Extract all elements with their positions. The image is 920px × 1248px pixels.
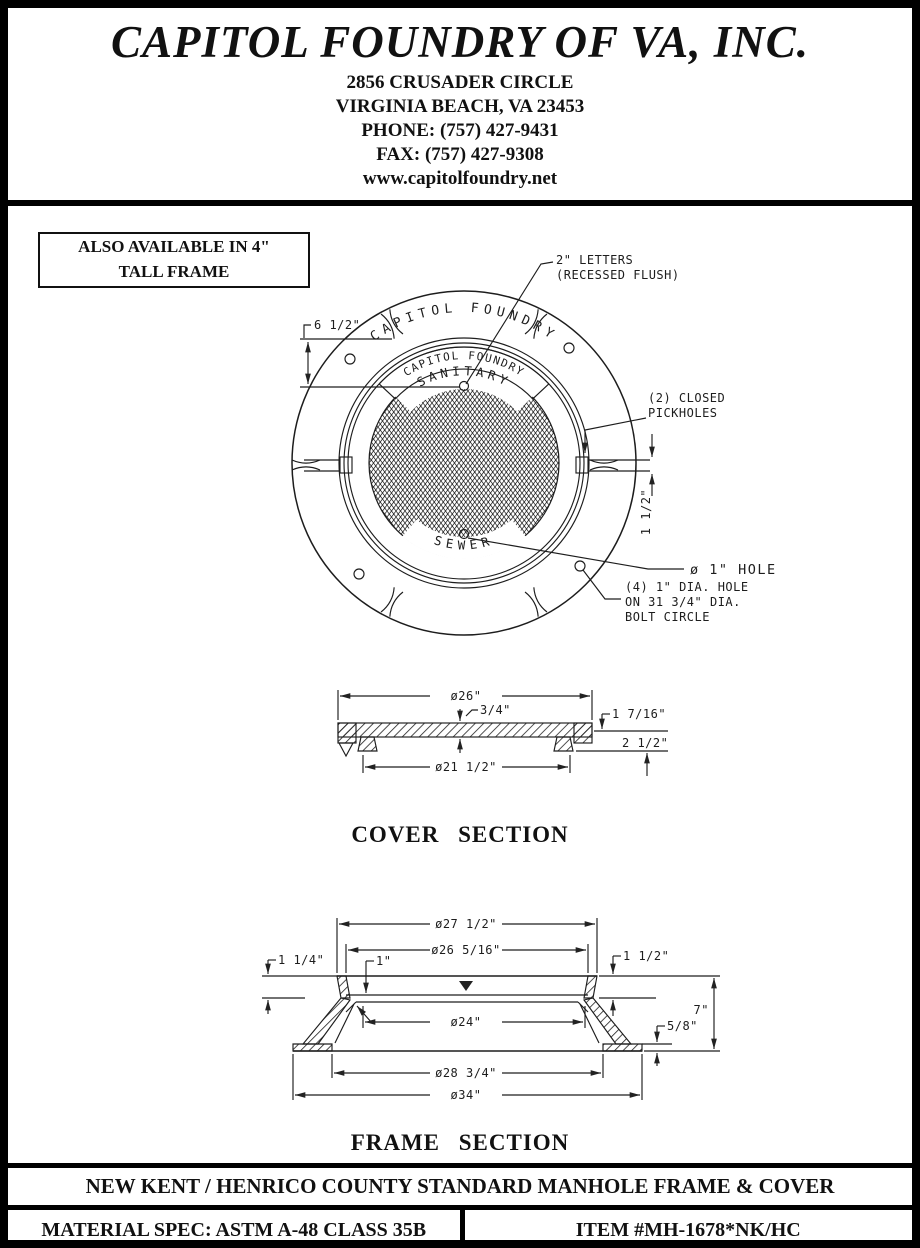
cover-edge-circle [347,346,581,580]
dim-cover-od: ø26" [451,689,482,703]
flange-gusset-mark [524,308,548,340]
cover-section-view: ø26" 3/4" 1 7/16" 2 1/2" ø21 1 [337,689,668,776]
spec-item-bar: MATERIAL SPEC: ASTM A-48 CLASS 35B ITEM … [8,1210,912,1241]
cover-rib-left [357,736,378,752]
note-line-2: TALL FRAME [118,262,230,281]
frame-rim-wall-left [336,975,351,999]
dim-frame-top-od: ø27 1/2" [435,917,497,931]
company-name: CAPITOL FOUNDRY OF VA, INC. [111,17,809,67]
dim-frame-seat-depth: 1" [376,954,391,968]
callout-letters-line1: 2" LETTERS [556,253,633,267]
svg-text:SANITARY: SANITARY [414,363,513,390]
dim-pickhole-width: 1 1/2" [639,489,653,535]
svg-text:CAPITOL FOUNDRY: CAPITOL FOUNDRY [401,349,527,379]
callout-bolt-line2: ON 31 3/4" DIA. [625,595,741,609]
cover-tread-pattern [368,367,560,559]
banner-arc-text: CAPITOL FOUNDRY [401,349,525,379]
frame-flange-outline [291,290,637,636]
drawing-area: ALSO AVAILABLE IN 4" TALL FRAME COVER SE… [8,206,912,1168]
dim-cover-total-height: 2 1/2" [622,736,668,750]
frame-seat-inner-circle [343,342,585,584]
item-number-cell: ITEM #MH-1678*NK/HC [575,1219,801,1241]
plan-view: CAPITOL FOUNDRY CAPITOL FOUNDRY SANITARY… [291,253,777,636]
frame-seat-outer-circle [338,337,590,589]
flange-arc-text: CAPITOL FOUNDRY [368,301,555,345]
flange-gusset-mark [589,459,619,471]
bolt-hole-top-left [344,353,356,365]
pickhole-slot-left [339,456,353,474]
address-line-2: VIRGINIA BEACH, VA 23453 [335,96,585,117]
cover-rib-right [553,736,574,752]
frame-sloped-wall-right [583,997,633,1045]
sewer-arc-text: SEWER [432,532,490,552]
standard-title-bar: NEW KENT / HENRICO COUNTY STANDARD MANHO… [8,1168,912,1210]
callout-bolt-line3: BOLT CIRCLE [625,610,710,624]
cover-pickhole-top [458,380,470,392]
cover-plate [337,722,593,738]
cover-edge-left [337,722,357,744]
cover-edge-right [573,722,593,744]
company-header: CAPITOL FOUNDRY OF VA, INC. 2856 CRUSADE… [8,8,912,206]
website-line: www.capitolfoundry.net [362,168,558,189]
flange-gusset-mark [524,586,548,618]
dim-cover-edge-height: 1 7/16" [612,707,666,721]
address-line-1: 2856 CRUSADER CIRCLE [346,72,574,93]
flange-gusset-mark [291,459,321,471]
pickhole-slot-right [575,456,589,474]
technical-drawing: CAPITOL FOUNDRY CAPITOL FOUNDRY SANITARY… [262,253,777,1102]
bolt-hole-bottom-left [353,568,365,580]
cover-banner-outline [378,346,550,400]
callout-pickholes-line2: PICKHOLES [648,406,718,420]
cover-section-title: COVER SECTION [351,822,569,847]
level-marker-icon [459,981,473,991]
dim-frame-seat-dia: ø26 5/16" [431,943,501,957]
callout-pickholes-line1: (2) CLOSED [648,391,725,405]
frame-section-title: FRAME SECTION [350,1130,570,1155]
dim-frame-rim-height: 1 1/2" [623,949,669,963]
frame-base-flange-right [602,1043,643,1052]
frame-base-flange-left [292,1043,333,1052]
dim-frame-flange-thickness: 5/8" [667,1019,698,1033]
frame-section-view: ø27 1/2" ø26 5/16" 1 1/2" [262,917,720,1102]
cover-edge-detail [338,742,354,758]
dim-cover-rib-dia: ø21 1/2" [435,760,497,774]
callout-letters-line2: (RECESSED FLUSH) [556,268,680,282]
note-line-1: ALSO AVAILABLE IN 4" [78,237,270,257]
callout-hole: ø 1" HOLE [690,562,777,578]
cover-pickhole-bottom [458,528,470,540]
material-spec-cell: MATERIAL SPEC: ASTM A-48 CLASS 35B [8,1210,465,1240]
dim-frame-base-od: ø34" [451,1088,482,1102]
flange-gusset-mark [380,586,404,618]
sewer-letter-band [402,519,526,559]
bolt-hole-top-right [563,342,575,354]
frame-sloped-wall-left [301,997,351,1045]
flange-gusset-mark [380,308,404,340]
svg-text:SEWER: SEWER [432,532,495,552]
dim-cover-thickness: 3/4" [480,703,511,717]
fax-line: FAX: (757) 427-9308 [376,144,544,165]
dim-frame-clear-opening: ø24" [451,1015,482,1029]
dim-flange-width: 6 1/2" [314,318,360,332]
sanitary-letter-band [394,366,534,412]
svg-text:CAPITOL FOUNDRY: CAPITOL FOUNDRY [368,301,560,345]
dim-frame-top-left: 1 1/4" [278,953,324,967]
dim-frame-overall-height: 7" [694,1003,709,1017]
sanitary-arc-text: SANITARY [414,363,509,390]
availability-note-box: ALSO AVAILABLE IN 4" TALL FRAME [38,232,310,288]
frame-rim-wall-right [583,975,598,999]
phone-line: PHONE: (757) 427-9431 [361,120,559,141]
bolt-hole-bottom-right [574,560,586,572]
callout-bolt-line1: (4) 1" DIA. HOLE [625,580,749,594]
dim-frame-base-inner-dia: ø28 3/4" [435,1066,497,1080]
